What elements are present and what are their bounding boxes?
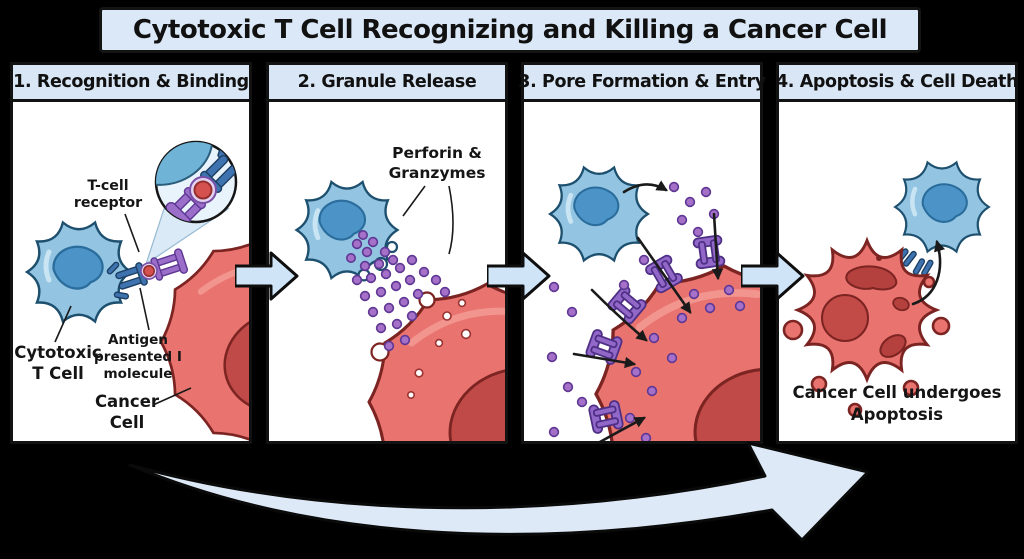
- panel-4-title: 4. Apoptosis & Cell Death: [775, 72, 1019, 92]
- t-cell-nucleus: [318, 199, 367, 241]
- label-t-cell-receptor: T-cell receptor: [74, 178, 142, 253]
- panel-3-body: [524, 102, 760, 441]
- svg-text:T Cell: T Cell: [32, 364, 84, 383]
- entry-arrows: [572, 180, 724, 441]
- panel-4-header: 4. Apoptosis & Cell Death: [775, 65, 1019, 102]
- panel-1-title: 1. Recognition & Binding: [13, 72, 249, 92]
- panel-4-body: Cancer Cell undergoes Apoptosis: [779, 102, 1015, 441]
- apoptotic-cancer-cell: [793, 236, 941, 384]
- t-cell-nucleus: [52, 245, 104, 290]
- t-cell-nucleus: [921, 183, 968, 223]
- tcr-antigen-complex: [106, 248, 188, 300]
- panel-2-body: Perforin & Granzymes: [269, 102, 505, 441]
- svg-text:Granzymes: Granzymes: [389, 164, 486, 182]
- membrane-pore: [460, 328, 472, 340]
- panel-pore-formation-entry: 3. Pore Formation & Entry: [518, 62, 766, 444]
- cancer-cell-nucleus: [693, 367, 760, 441]
- panel-2-title: 2. Granule Release: [297, 72, 477, 92]
- svg-text:T-cell: T-cell: [87, 178, 128, 194]
- cancer-cell: [367, 282, 505, 441]
- label-apoptosis-caption: Cancer Cell undergoes Apoptosis: [793, 383, 1002, 424]
- panel-recognition-binding: 1. Recognition & Binding: [10, 62, 252, 444]
- panel-4-illustration: Cancer Cell undergoes Apoptosis: [782, 160, 1002, 424]
- svg-text:Cytotoxic: Cytotoxic: [14, 343, 101, 362]
- svg-text:Antigen: Antigen: [108, 332, 168, 348]
- granzymes-inside: [624, 284, 746, 441]
- antigen-dot: [143, 265, 156, 278]
- panel-1-header: 1. Recognition & Binding: [13, 65, 249, 102]
- panel-3-header: 3. Pore Formation & Entry: [518, 65, 766, 102]
- t-cell: [24, 220, 134, 324]
- label-cancer-cell: Cancer Cell: [95, 387, 192, 432]
- flow-arrow-1: [235, 251, 299, 301]
- membrane-pore: [414, 368, 424, 378]
- t-cell: [893, 160, 991, 254]
- svg-text:Perforin &: Perforin &: [392, 144, 482, 162]
- panel-1-illustration: T-cell receptor Cytotoxic T Cell Antigen…: [14, 140, 249, 441]
- flow-arrow-3: [741, 251, 805, 301]
- flow-arrow-2: [487, 251, 551, 301]
- label-cytotoxic-t-cell: Cytotoxic T Cell: [14, 305, 102, 383]
- nuclear-fragment: [821, 294, 869, 342]
- membrane-pore: [407, 390, 416, 399]
- label-perforin-granzymes: Perforin & Granzymes: [389, 144, 486, 255]
- cancer-cell: [594, 264, 760, 441]
- nuclear-fragment: [892, 296, 910, 312]
- membrane-notch: [418, 291, 436, 309]
- cancer-cell-nucleus: [223, 309, 249, 415]
- cancer-cell-nucleus: [448, 367, 505, 441]
- panel-2-illustration: Perforin & Granzymes: [294, 144, 505, 441]
- label-antigen: Antigen presented I molecule: [94, 287, 182, 382]
- nuclear-fragment: [845, 265, 898, 291]
- t-cell: [294, 179, 400, 281]
- panel-granule-release: 2. Granule Release: [266, 62, 508, 444]
- panel-2-header: 2. Granule Release: [269, 65, 505, 102]
- progression-arrow: [128, 441, 870, 542]
- escape-arrow: [911, 239, 946, 306]
- panel-3-illustration: [546, 165, 760, 441]
- svg-text:Cancer: Cancer: [95, 392, 160, 411]
- granzymes-outside: [546, 181, 720, 438]
- diagram-title: Cytotoxic T Cell Recognizing and Killing…: [132, 15, 888, 45]
- membrane-pore: [434, 338, 444, 348]
- panel-3-title: 3. Pore Formation & Entry: [518, 72, 766, 92]
- membrane-pore: [442, 311, 452, 321]
- t-cell: [547, 165, 651, 263]
- perforin-pore: [692, 234, 726, 270]
- svg-text:Apoptosis: Apoptosis: [851, 405, 943, 424]
- t-cell-nucleus: [573, 186, 620, 227]
- membrane-pore: [457, 298, 467, 308]
- released-granules: [351, 236, 451, 352]
- svg-text:presented I: presented I: [94, 349, 182, 365]
- nuclear-fragment: [879, 334, 907, 358]
- magnifier-circle: [154, 140, 238, 224]
- svg-text:Cell: Cell: [110, 413, 145, 432]
- granules-inside-t-cell: [346, 230, 373, 264]
- perforin-pore: [588, 400, 624, 434]
- panel-1-body: T-cell receptor Cytotoxic T Cell Antigen…: [13, 102, 249, 441]
- svg-text:receptor: receptor: [74, 195, 142, 211]
- svg-text:molecule: molecule: [104, 366, 173, 382]
- panel-apoptosis-cell-death: 4. Apoptosis & Cell Death: [776, 62, 1018, 444]
- perforin-pore: [585, 329, 623, 365]
- perforin-pore: [607, 285, 647, 325]
- title-banner: Cytotoxic T Cell Recognizing and Killing…: [99, 7, 921, 53]
- apoptotic-blebs: [782, 275, 951, 418]
- svg-text:Cancer Cell undergoes: Cancer Cell undergoes: [793, 383, 1002, 402]
